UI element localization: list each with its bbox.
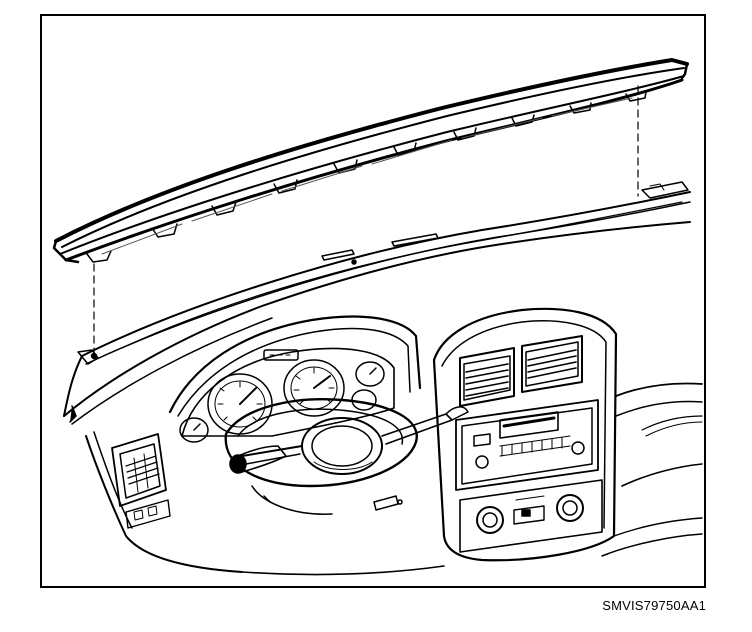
center-air-vents — [459, 335, 583, 407]
defroster-trim-panel — [52, 58, 689, 264]
dashboard-top — [63, 181, 691, 425]
passenger-dash — [241, 382, 703, 576]
left-air-vent — [85, 431, 243, 573]
alignment-guides — [93, 85, 639, 357]
climate-controls — [459, 479, 603, 553]
dashboard-exploded-view — [52, 58, 703, 576]
illustration-frame — [40, 14, 706, 588]
figure-code: SMVIS79750AA1 — [602, 598, 706, 613]
radio-unit — [455, 399, 599, 491]
center-stack — [432, 307, 618, 562]
instrument-cluster — [168, 315, 422, 443]
steering-wheel — [224, 398, 469, 515]
